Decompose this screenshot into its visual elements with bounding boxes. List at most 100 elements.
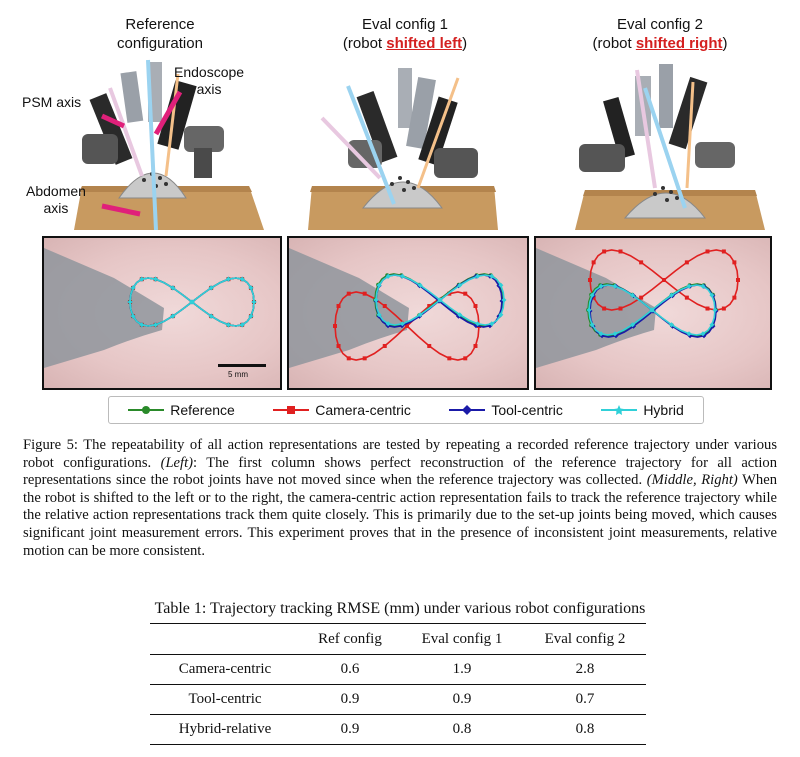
annotation-line: axis [43,200,69,216]
trajectory-point [248,313,254,319]
trajectory-point [376,282,382,288]
table-header-row: Ref config Eval config 1 Eval config 2 [150,623,646,655]
instrument-shape [289,248,409,368]
trajectory-point [463,291,468,296]
trajectory-point [130,285,136,291]
table-header-cell: Eval config 2 [524,623,646,655]
col-head-reference: Reference configuration [85,15,235,53]
col-head-pre: (robot [342,35,387,52]
legend-item-hybrid: Hybrid [601,402,684,418]
trajectory-point [427,304,432,309]
trajectory-point [208,313,214,319]
legend-marker-star-icon [601,405,638,415]
robot-photo-eval1 [308,58,498,230]
trajectory-point [333,324,337,328]
trajectory-point [463,356,468,361]
trajectory-point [602,249,607,254]
legend-marker-diamond-icon [449,405,486,415]
trajectory-point [153,276,159,282]
trajectory-point [382,304,387,309]
shift-label: shifted right [635,35,723,52]
trajectory-point [473,343,478,348]
trajectory-panel-reference: 5 mm [42,236,282,390]
trajectory-point [399,273,405,279]
trajectory-point [710,323,716,329]
trajectory-point [473,304,478,309]
trajectory-point [705,306,710,311]
trajectory-panel-eval2 [534,236,772,390]
caption-text: When the robot is shifted to the left or… [23,472,777,559]
trajectory-point [705,249,710,254]
table-row-label: Tool-centric [150,684,300,715]
trajectory-point [208,285,214,291]
shift-label: shifted left [386,35,463,52]
trajectory-point [373,297,379,303]
trajectory-point [631,323,637,329]
table-cell: 0.7 [524,684,646,715]
trajectory-point [455,313,461,319]
legend-item-camera-centric: Camera-centric [273,402,411,418]
trajectory-point [589,322,595,328]
trajectory-point [447,356,452,361]
trajectory-point [598,283,604,289]
trajectory-point [225,276,231,282]
table-cell: 0.8 [524,714,646,745]
trajectory-point [130,313,136,319]
table-cell: 0.8 [400,714,524,745]
legend-item-tool-centric: Tool-centric [449,402,563,418]
trajectory-point [686,331,692,337]
table-cell: 0.6 [300,654,400,685]
trajectory-point [475,273,481,279]
instrument-shape [536,248,656,368]
table-row: Tool-centric 0.9 0.9 0.7 [150,684,646,715]
annotation-psm-axis: PSM axis [22,94,81,111]
table-cell: 1.9 [400,654,524,685]
col-head-post: ) [462,35,468,52]
trajectory-point [376,312,382,318]
trajectory-point [498,312,504,318]
legend-label: Camera-centric [315,402,411,418]
trajectory-point [639,295,644,300]
col-head-line1: Eval config 1 [362,16,448,33]
trajectory-point [709,292,715,298]
col-head-line1: Reference [125,16,195,33]
trajectory-point [382,343,387,348]
table-row: Camera-centric 0.6 1.9 2.8 [150,654,646,685]
trajectory-point [700,283,706,289]
legend-label: Tool-centric [491,402,563,418]
trajectory-point [649,307,655,313]
table-cell: 0.9 [300,714,400,745]
rmse-table: Ref config Eval config 1 Eval config 2 C… [150,623,646,745]
trajectory-point [721,249,726,254]
trajectory-point [586,307,592,313]
trajectory-point [618,249,623,254]
legend-marker-square-icon [273,406,310,414]
trajectory-point [385,321,391,327]
trajectory-point [457,282,463,288]
trajectory-point [225,322,231,328]
legend-label: Reference [170,402,235,418]
table-cell: 0.9 [400,684,524,715]
trajectory-point [127,299,133,305]
trajectory-point [612,331,618,337]
trajectory-point [239,276,245,282]
scale-bar-label: 5 mm [228,370,248,379]
caption-text: : The first column shows perfect reconst… [23,454,777,489]
table-header-cell: Ref config [300,623,400,655]
trajectory-point [736,278,740,282]
table-row-label: Hybrid-relative [150,714,300,745]
trajectory-point [721,306,726,311]
robot-photo-reference [74,58,264,230]
trajectory-point [457,312,463,318]
annotation-endoscope-axis: Endoscope axis [174,64,244,98]
trajectory-point [589,292,595,298]
col-head-post: ) [722,35,728,52]
table-cell: 2.8 [524,654,646,685]
table-title: Table 1: Trajectory tracking RMSE (mm) u… [154,600,646,617]
trajectory-point [139,322,145,328]
trajectory-point [501,297,507,303]
trajectory-point [591,260,596,265]
trajectory-point [709,322,715,328]
legend: Reference Camera-centric Tool-centric Hy… [108,396,704,424]
trajectory-point [612,283,618,289]
